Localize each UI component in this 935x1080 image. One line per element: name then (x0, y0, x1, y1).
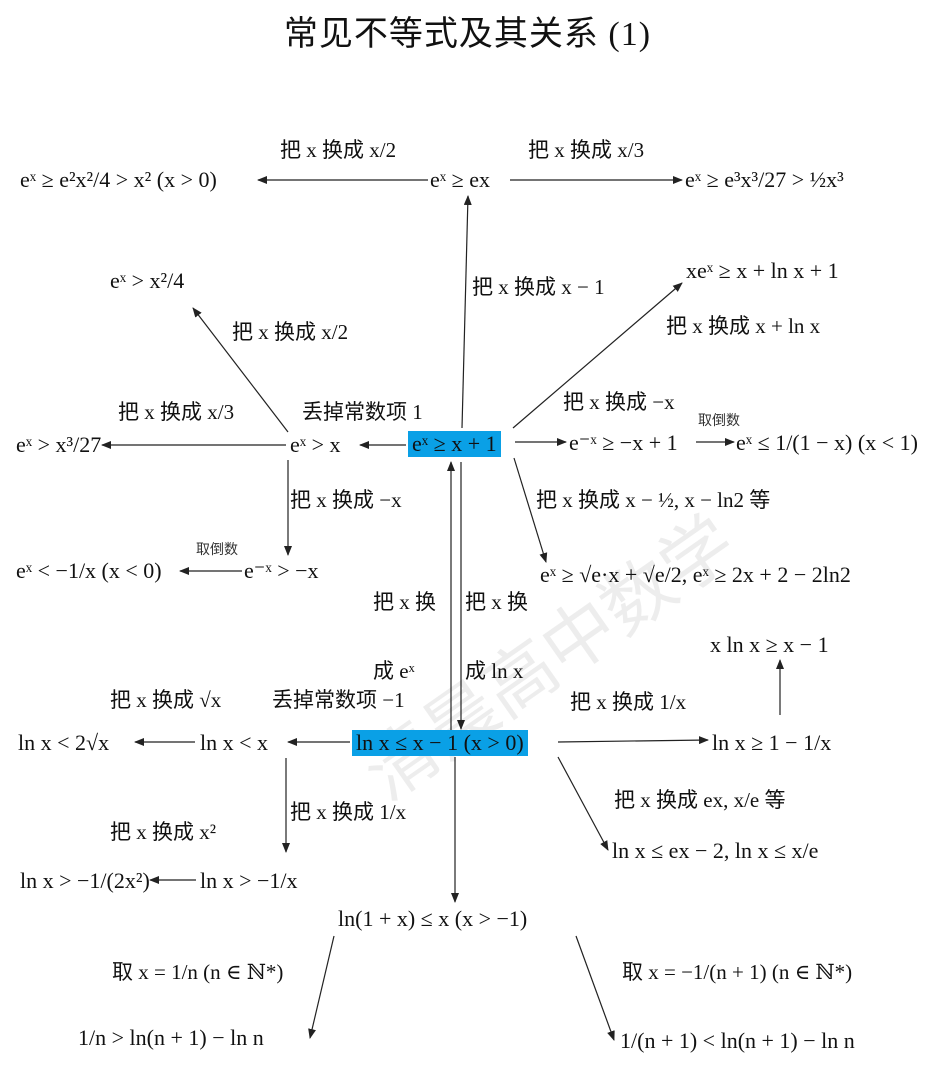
label-to-lnx-line1: 把 x 换 (465, 590, 528, 614)
node-lnx-gt-neg-half: ln x > −1/(2x²) (20, 868, 150, 893)
node-harmonic-gt: 1/n > ln(n + 1) − ln n (78, 1025, 264, 1050)
label-to-x-squared: 把 x 换成 x² (110, 820, 217, 844)
label-to-recip-down: 把 x 换成 1/x (290, 800, 407, 824)
label-to-ex: 把 x 换 成 eˣ (373, 545, 436, 706)
node-e-negx-gt: e⁻ˣ > −x (244, 558, 319, 583)
node-ex-gt-x2-4: eˣ > x²/4 (110, 268, 185, 293)
node-ex-cube: eˣ ≥ e³x³/27 > ½x³ (685, 167, 844, 192)
node-lnx-gt-neg-recip: ln x > −1/x (200, 868, 298, 893)
label-to-lnx-line2: 成 ln x (465, 659, 524, 683)
label-to-x-third-left: 把 x 换成 x/3 (118, 400, 235, 424)
page-title: 常见不等式及其关系 (1) (283, 16, 652, 53)
node-xlnx: x ln x ≥ x − 1 (710, 632, 829, 657)
edge-to-ex-ge-ex (461, 195, 472, 429)
label-drop-const-neg1: 丢掉常数项 −1 (272, 688, 405, 712)
node-ln1px: ln(1 + x) ≤ x (x > −1) (338, 906, 528, 931)
label-to-x-half-left: 把 x 换成 x/2 (232, 320, 349, 344)
edge-to-ex-gt-x2-4 (192, 307, 289, 433)
node-e-negx: e⁻ˣ ≥ −x + 1 (569, 430, 678, 455)
label-to-lnx: 把 x 换 成 ln x (465, 545, 528, 706)
node-xex: xeˣ ≥ x + ln x + 1 (686, 258, 839, 283)
node-ex-sq: eˣ ≥ e²x²/4 > x² (x > 0) (20, 167, 217, 192)
root-log-inequality: ln x ≤ x − 1 (x > 0) (352, 730, 528, 756)
node-lnx-lt-x: ln x < x (200, 730, 269, 755)
node-lnx-le-ex: ln x ≤ ex − 2, ln x ≤ x/e (612, 838, 819, 863)
node-ex-lt-neg-recip: eˣ < −1/x (x < 0) (16, 558, 162, 583)
edge-to-harmonic-lt (575, 935, 615, 1041)
label-to-x-half-top: 把 x 换成 x/2 (280, 138, 397, 162)
node-ex-gt-x: eˣ > x (290, 432, 341, 457)
label-to-ex-x-over-e: 把 x 换成 ex, x/e 等 (614, 788, 786, 812)
label-to-neg-x-down: 把 x 换成 −x (290, 488, 402, 512)
edge-to-lnx-ge-1-minus (557, 736, 709, 745)
label-to-recip-right: 把 x 换成 1/x (570, 690, 687, 714)
edge-to-ex-sqrt-e (513, 457, 548, 563)
label-to-ex-line2: 成 eˣ (373, 659, 415, 683)
root-exp-inequality: eˣ ≥ x + 1 (408, 431, 501, 457)
label-to-x-minus-1: 把 x 换成 x − 1 (472, 275, 605, 299)
edge-to-lnx-le-ex (557, 756, 609, 851)
label-reciprocal-right: 取倒数 (698, 413, 740, 429)
label-to-x-plus-lnx: 把 x 换成 x + ln x (666, 314, 821, 338)
label-reciprocal-left: 取倒数 (196, 542, 238, 558)
node-ex-gt-x3-27: eˣ > x³/27 (16, 432, 102, 457)
label-to-ex-line1: 把 x 换 (373, 590, 436, 614)
edge-to-harmonic-gt (308, 935, 335, 1039)
node-lnx-lt-2sqrt: ln x < 2√x (18, 730, 110, 755)
node-harmonic-lt: 1/(n + 1) < ln(n + 1) − ln n (620, 1028, 855, 1053)
label-to-x-minus-half: 把 x 换成 x − ½, x − ln2 等 (536, 488, 771, 512)
edge-to-xex (512, 282, 683, 429)
label-take-x-1-over-n: 取 x = 1/n (n ∈ ℕ*) (112, 960, 284, 984)
label-to-neg-x-right: 把 x 换成 −x (563, 390, 675, 414)
node-lnx-ge-1-minus: ln x ≥ 1 − 1/x (712, 730, 832, 755)
node-ex-ge-ex: eˣ ≥ ex (430, 167, 490, 192)
label-take-x-neg-1-over-n1: 取 x = −1/(n + 1) (n ∈ ℕ*) (622, 960, 853, 984)
node-ex-le-recip: eˣ ≤ 1/(1 − x) (x < 1) (736, 430, 918, 455)
label-to-x-third-top: 把 x 换成 x/3 (528, 138, 645, 162)
node-ex-sqrt-e: eˣ ≥ √e·x + √e/2, eˣ ≥ 2x + 2 − 2ln2 (540, 562, 851, 587)
label-drop-const-1: 丢掉常数项 1 (302, 400, 423, 424)
label-to-sqrt-x: 把 x 换成 √x (110, 688, 222, 712)
